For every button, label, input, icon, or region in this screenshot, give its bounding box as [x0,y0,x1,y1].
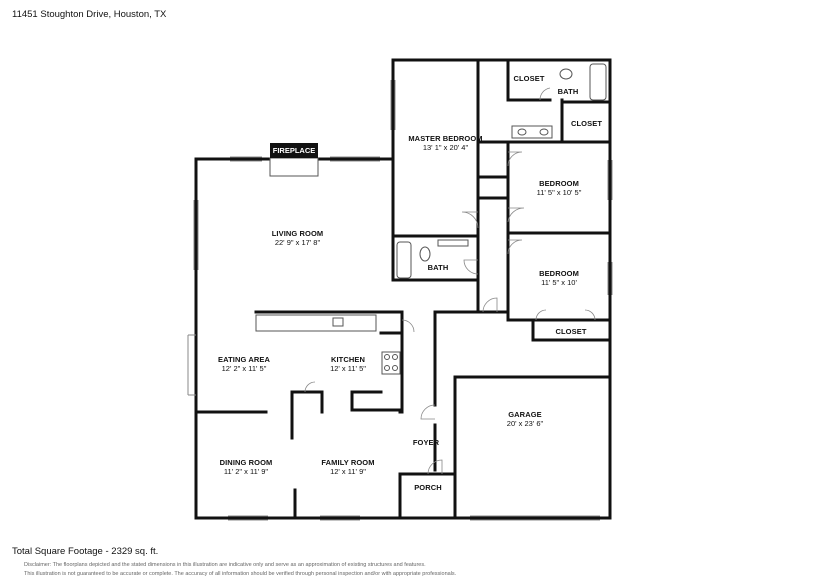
room-name: DINING ROOM [219,458,273,467]
hearth [269,157,319,177]
fireplace-label: FIREPLACE [270,143,318,158]
room-garage: GARAGE 20' x 23' 6" [470,410,580,428]
room-name: MASTER BEDROOM [408,134,483,143]
room-living-room: LIVING ROOM 22' 9" x 17' 8" [220,229,375,247]
room-eating-area: EATING AREA 12' 2" x 11' 5" [196,355,292,373]
room-dims: 11' 2" x 11' 9" [223,467,269,476]
room-name: BEDROOM [539,179,579,188]
room-bedroom-2: BEDROOM 11' 5" x 10' [508,269,610,287]
room-family-room: FAMILY ROOM 12' x 11' 9" [300,458,396,476]
kitchen-counter [255,314,377,332]
porch-label: PORCH [414,483,442,492]
master-toilet [559,68,573,80]
room-name: EATING AREA [218,355,270,364]
room-dims: 12' x 11' 9" [330,467,366,476]
bath-hall-label: BATH [427,263,449,272]
fixtures [255,63,607,375]
windows [187,80,613,521]
room-dims: 12' x 11' 5" [330,364,366,373]
room-name: FAMILY ROOM [321,458,375,467]
room-dims: 20' x 23' 6" [506,419,544,428]
closet-bedroom-label: CLOSET [555,327,587,336]
room-dims: 13' 1" x 20' 4" [422,143,469,152]
room-dims: 22' 9" x 17' 8" [274,238,321,247]
property-address: 11451 Stoughton Drive, Houston, TX [12,9,167,20]
room-master-bedroom: MASTER BEDROOM 13' 1" x 20' 4" [393,134,498,152]
total-square-footage: Total Square Footage - 2329 sq. ft. [12,546,159,557]
exterior-walls [194,58,612,520]
room-dims: 11' 5" x 10' 5" [536,188,582,197]
room-name: KITCHEN [330,355,366,364]
hall-toilet [419,246,431,262]
hall-bathtub [396,241,412,279]
door-swings [304,87,596,475]
room-dims: 11' 5" x 10' [541,278,577,287]
closet-master-label: CLOSET [513,74,545,83]
room-bedroom-1: BEDROOM 11' 5" x 10' 5" [508,179,610,197]
disclaimer-line-2: This illustration is not guaranteed to b… [24,571,457,577]
room-kitchen: KITCHEN 12' x 11' 5" [312,355,384,373]
closet-bath-label: CLOSET [570,119,603,128]
bath-master-label: BATH [557,87,579,96]
room-dining-room: DINING ROOM 11' 2" x 11' 9" [196,458,296,476]
disclaimer-line-1: Disclaimer: The floorplans depicted and … [24,562,426,568]
room-name: LIVING ROOM [271,229,324,238]
room-name: BEDROOM [539,269,579,278]
foyer-label: FOYER [412,438,440,447]
room-name: GARAGE [508,410,542,419]
master-bathtub [589,63,607,101]
room-dims: 12' 2" x 11' 5" [221,364,267,373]
